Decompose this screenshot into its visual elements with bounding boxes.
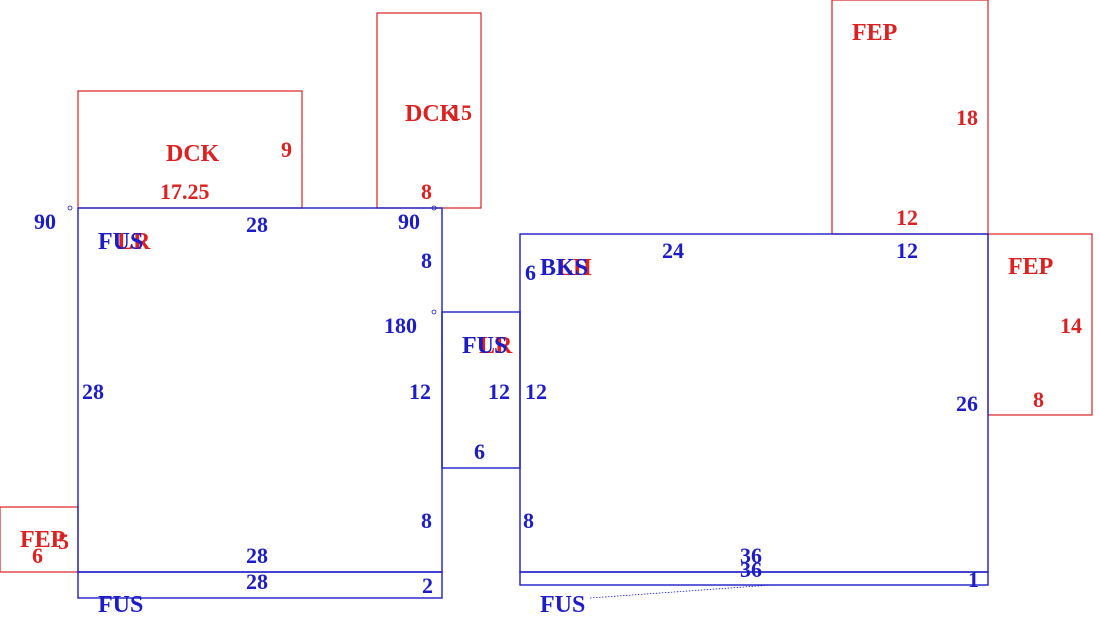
fep-left-height: 5 — [58, 529, 69, 554]
left-main-connector-angle: 180 — [384, 313, 417, 338]
right-strip-height: 1 — [968, 567, 979, 592]
right-strip-label: FUS — [540, 592, 585, 618]
connector-overlay-label: LR — [479, 333, 513, 359]
dck-left-width: 17.25 — [160, 179, 210, 204]
fep-top-height: 18 — [956, 105, 978, 130]
right-main-left-upper: 6 — [525, 260, 536, 285]
dck-right-label: DCK — [405, 101, 459, 127]
fep-left-width: 6 — [32, 543, 43, 568]
fep-top-width: 12 — [896, 205, 918, 230]
right-strip-rect — [519, 571, 989, 586]
left-main-right-lower: 8 — [421, 508, 432, 533]
fep-left-label: FEP — [20, 527, 65, 553]
connector-label: FUS — [462, 333, 507, 359]
fep-right-height: 14 — [1060, 313, 1082, 338]
left-main-rect — [77, 207, 443, 573]
right-strip-width: 36 — [740, 557, 762, 582]
right-main-overlay-label: LH — [557, 255, 592, 281]
left-main-top-angle: 90 — [398, 209, 420, 234]
corner-marker-left — [67, 205, 73, 211]
left-strip-rect — [77, 571, 443, 599]
left-main-label: FUS — [98, 229, 143, 255]
left-main-top-width: 28 — [246, 212, 268, 237]
right-main-bottom-width: 36 — [740, 543, 762, 568]
fep-right-label: FEP — [1008, 254, 1053, 280]
dck-left-height: 9 — [281, 137, 292, 162]
connector-width: 6 — [474, 439, 485, 464]
fep-right-width: 8 — [1033, 387, 1044, 412]
left-main-left-height: 28 — [82, 379, 104, 404]
right-main-label: BKS — [540, 255, 588, 281]
right-main-left-lower: 8 — [523, 508, 534, 533]
dck-right-height: 15 — [450, 100, 472, 125]
connector-height: 12 — [488, 379, 510, 404]
left-strip-label: FUS — [98, 592, 143, 618]
corner-marker-top — [431, 205, 437, 211]
right-main-left-middle: 12 — [525, 379, 547, 404]
corner-marker-connector — [431, 309, 437, 315]
right-main-top-right: 12 — [896, 238, 918, 263]
right-main-rect — [519, 233, 989, 573]
left-main-bottom-width: 28 — [246, 543, 268, 568]
dck-left-label: DCK — [166, 141, 220, 167]
left-strip-height: 2 — [422, 573, 433, 598]
left-main-right-upper: 8 — [421, 248, 432, 273]
fep-top-label: FEP — [852, 20, 897, 46]
left-strip-width: 28 — [246, 569, 268, 594]
right-main-top-width: 24 — [662, 238, 684, 263]
left-main-right-middle: 12 — [409, 379, 431, 404]
left-main-corner-angle: 90 — [34, 209, 56, 234]
dck-right-width: 8 — [421, 179, 432, 204]
right-main-right-height: 26 — [956, 391, 978, 416]
left-main-overlay-label: LR — [117, 229, 151, 255]
leader-line — [589, 584, 773, 599]
